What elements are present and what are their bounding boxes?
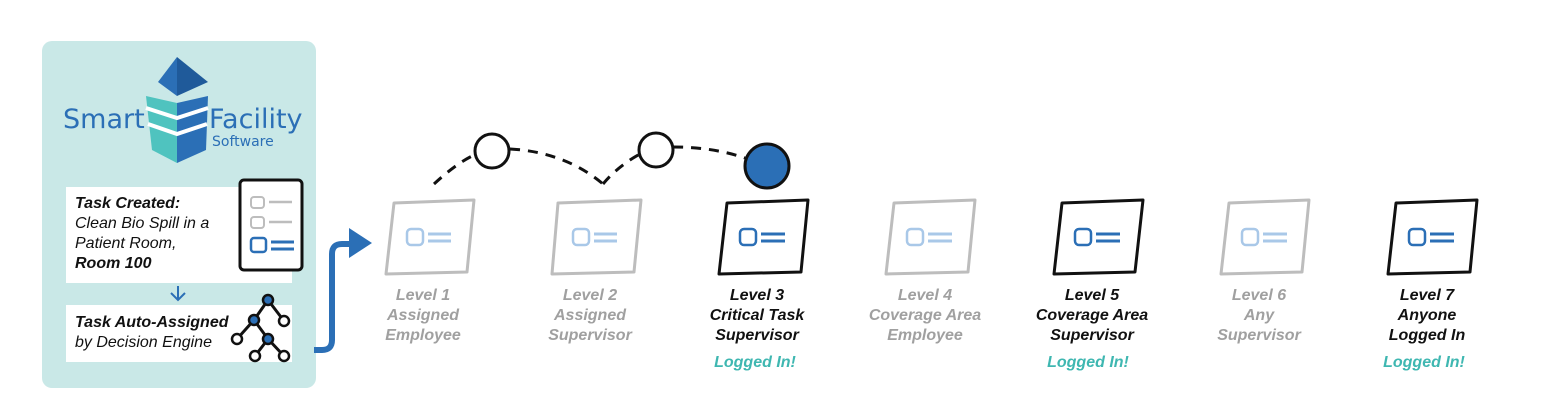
level-6-role-line2: Supervisor <box>1217 327 1301 344</box>
level-5-title: Level 5 <box>1064 287 1120 304</box>
level-2-label: Level 2 Assigned Supervisor <box>515 286 665 346</box>
path-node-level-2 <box>637 131 675 169</box>
level-4-title: Level 4 <box>897 287 953 304</box>
logo-word-facility: Facility <box>209 104 303 135</box>
level-1-role-line2: Employee <box>385 327 461 344</box>
level-7-logged-in: Logged In! <box>1383 354 1465 371</box>
logo-word-software: Software <box>212 134 274 150</box>
level-6-role-line1: Any <box>1243 307 1275 324</box>
device-icon-level-3 <box>717 198 810 276</box>
level-7-title: Level 7 <box>1399 287 1455 304</box>
logo-stripe-2 <box>147 122 208 137</box>
level-6-label: Level 6 Any Supervisor <box>1184 286 1334 346</box>
level-3-label: Level 3 Critical Task Supervisor <box>682 286 832 346</box>
device-icon-level-6 <box>1219 198 1311 276</box>
level-3-logged-in: Logged In! <box>714 354 796 371</box>
level-3-role-line1: Critical Task <box>709 307 805 324</box>
auto-assigned-line1: Task Auto-Assigned <box>75 314 229 331</box>
logo-word-smart: Smart <box>63 104 145 135</box>
level-1-role-line1: Assigned <box>386 307 459 324</box>
auto-assigned-text: Task Auto-Assigned by Decision Engine <box>75 313 245 353</box>
device-icon-level-7 <box>1386 198 1479 276</box>
logo-stripe-1 <box>145 106 209 121</box>
level-2-role-line1: Assigned <box>553 307 626 324</box>
level-4-role-line1: Coverage Area <box>868 307 982 324</box>
level-5-label: Level 5 Coverage Area Supervisor <box>1017 286 1167 346</box>
auto-assigned-line2: by Decision Engine <box>75 334 212 351</box>
level-4-label: Level 4 Coverage Area Employee <box>850 286 1000 346</box>
level-1-label: Level 1 Assigned Employee <box>348 286 498 346</box>
device-icon-level-4 <box>884 198 977 276</box>
level-5-logged-in: Logged In! <box>1047 354 1129 371</box>
level-1-title: Level 1 <box>395 287 451 304</box>
device-icon-level-5 <box>1052 198 1145 276</box>
level-2-role-line2: Supervisor <box>548 327 632 344</box>
path-node-level-1 <box>473 132 511 170</box>
logo-facet-top-left <box>158 57 177 96</box>
device-icon-level-2 <box>550 198 643 276</box>
task-description-line1: Clean Bio Spill in a <box>75 215 210 232</box>
task-created-text: Task Created: Clean Bio Spill in a Patie… <box>75 194 245 274</box>
level-6-title: Level 6 <box>1231 287 1287 304</box>
task-created-heading: Task Created: <box>75 195 181 212</box>
level-7-label: Level 7 Anyone Logged In <box>1352 286 1502 346</box>
device-icon-level-1 <box>384 198 476 276</box>
level-3-role-line2: Supervisor <box>715 327 799 344</box>
task-description-line2: Patient Room, <box>75 235 177 252</box>
level-2-title: Level 2 <box>562 287 618 304</box>
level-4-role-line2: Employee <box>887 327 963 344</box>
level-5-role-line2: Supervisor <box>1050 327 1134 344</box>
level-7-role-line1: Anyone <box>1397 307 1457 324</box>
path-node-level-3-active <box>743 142 791 190</box>
logo-facet-top-right <box>177 57 208 96</box>
task-room: Room 100 <box>75 255 152 272</box>
level-3-title: Level 3 <box>729 287 785 304</box>
level-5-role-line1: Coverage Area <box>1035 307 1149 324</box>
level-7-role-line2: Logged In <box>1388 327 1466 344</box>
